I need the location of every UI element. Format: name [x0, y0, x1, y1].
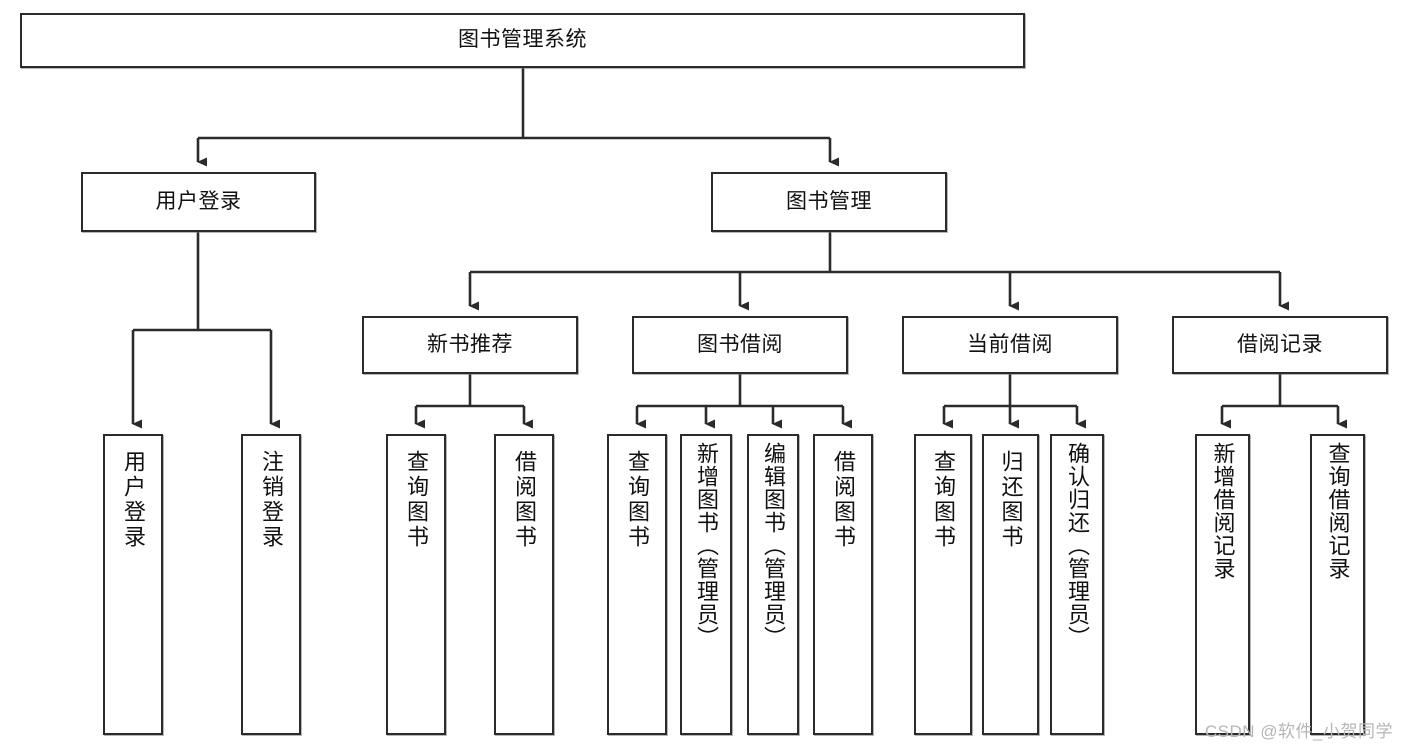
node-leaf-borrow-book-2-label: 借阅图书: [830, 450, 856, 550]
node-borrow-record-label: 借阅记录: [1237, 332, 1323, 356]
node-book-management[interactable]: 图书管理: [711, 172, 947, 232]
node-leaf-query-book-1-label: 查询图书: [403, 450, 429, 550]
node-leaf-edit-book[interactable]: 编辑图书（管理员）: [747, 434, 799, 735]
node-current-borrow-label: 当前借阅: [967, 332, 1053, 356]
node-leaf-confirm-return[interactable]: 确认归还（管理员）: [1050, 434, 1104, 735]
node-leaf-borrow-book-2[interactable]: 借阅图书: [813, 434, 873, 735]
node-user-login-label: 用户登录: [155, 189, 242, 213]
node-root[interactable]: 图书管理系统: [20, 13, 1025, 68]
node-book-borrow[interactable]: 图书借阅: [632, 316, 848, 374]
node-user-login[interactable]: 用户登录: [81, 172, 316, 232]
node-borrow-record[interactable]: 借阅记录: [1172, 316, 1388, 374]
node-leaf-add-book[interactable]: 新增图书（管理员）: [680, 434, 732, 735]
node-leaf-return-book[interactable]: 归还图书: [982, 434, 1039, 735]
node-leaf-return-book-label: 归还图书: [998, 450, 1024, 550]
node-leaf-logout-login-label: 注销登录: [258, 450, 284, 550]
node-leaf-add-record[interactable]: 新增借阅记录: [1195, 434, 1250, 735]
node-leaf-add-book-label: 新增图书（管理员）: [693, 442, 719, 649]
node-new-book-recommend-label: 新书推荐: [427, 332, 513, 356]
node-new-book-recommend[interactable]: 新书推荐: [362, 316, 578, 374]
node-leaf-query-book-2-label: 查询图书: [624, 450, 650, 550]
node-leaf-borrow-book-1[interactable]: 借阅图书: [494, 434, 554, 735]
node-root-label: 图书管理系统: [458, 28, 587, 52]
node-leaf-user-login[interactable]: 用户登录: [103, 434, 163, 735]
node-book-management-label: 图书管理: [786, 189, 872, 213]
csdn-watermark: CSDN @软件_小贺同学: [1204, 722, 1393, 741]
node-leaf-logout-login[interactable]: 注销登录: [241, 434, 301, 735]
node-leaf-query-book-1[interactable]: 查询图书: [386, 434, 446, 735]
node-current-borrow[interactable]: 当前借阅: [902, 316, 1118, 374]
node-book-borrow-label: 图书借阅: [697, 332, 783, 356]
node-leaf-query-book-3[interactable]: 查询图书: [914, 434, 972, 735]
node-leaf-query-record-label: 查询借阅记录: [1325, 442, 1351, 580]
node-leaf-query-record[interactable]: 查询借阅记录: [1310, 434, 1365, 735]
node-leaf-edit-book-label: 编辑图书（管理员）: [760, 442, 786, 649]
node-leaf-query-book-2[interactable]: 查询图书: [607, 434, 667, 735]
node-leaf-user-login-label: 用户登录: [120, 450, 146, 550]
node-leaf-borrow-book-1-label: 借阅图书: [511, 450, 537, 550]
node-leaf-add-record-label: 新增借阅记录: [1210, 442, 1236, 580]
node-leaf-query-book-3-label: 查询图书: [930, 450, 956, 550]
node-leaf-confirm-return-label: 确认归还（管理员）: [1064, 442, 1090, 649]
